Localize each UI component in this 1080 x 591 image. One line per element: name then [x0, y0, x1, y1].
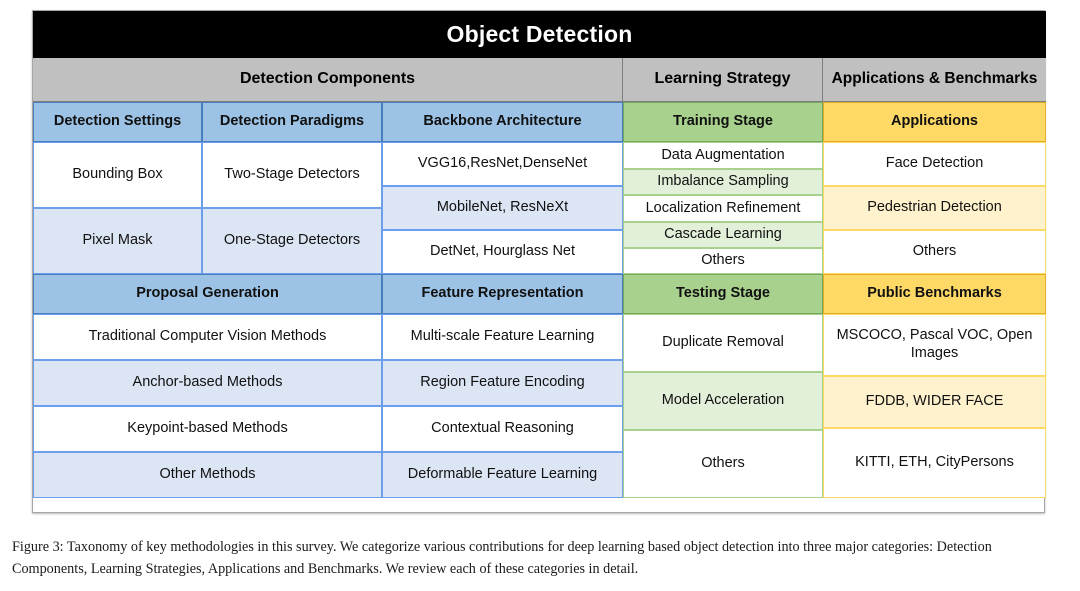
header-proposal-generation: Proposal Generation [33, 274, 382, 314]
cell-training-stage-4: Others [623, 248, 823, 274]
band-learning-strategy: Learning Strategy [623, 58, 823, 102]
cell-backbone-architecture-1: MobileNet, ResNeXt [382, 186, 623, 230]
cell-applications-1: Pedestrian Detection [823, 186, 1046, 230]
cell-backbone-architecture-0: VGG16,ResNet,DenseNet [382, 142, 623, 186]
band-detection-components: Detection Components [33, 58, 623, 102]
header-applications: Applications [823, 102, 1046, 142]
cell-proposal-generation-3: Other Methods [33, 452, 382, 498]
cell-proposal-generation-2: Keypoint-based Methods [33, 406, 382, 452]
cell-training-stage-1: Imbalance Sampling [623, 169, 823, 195]
header-detection-paradigms: Detection Paradigms [202, 102, 382, 142]
header-testing-stage: Testing Stage [623, 274, 823, 314]
cell-training-stage-0: Data Augmentation [623, 142, 823, 169]
header-feature-representation: Feature Representation [382, 274, 623, 314]
cell-testing-stage-1: Model Acceleration [623, 372, 823, 430]
cell-proposal-generation-0: Traditional Computer Vision Methods [33, 314, 382, 360]
cell-detection-settings-0: Bounding Box [33, 142, 202, 208]
header-backbone-architecture: Backbone Architecture [382, 102, 623, 142]
header-training-stage: Training Stage [623, 102, 823, 142]
cell-public-benchmarks-0: MSCOCO, Pascal VOC, Open Images [823, 314, 1046, 376]
figure-caption: Figure 3: Taxonomy of key methodologies … [12, 539, 992, 577]
band-applications-benchmarks: Applications & Benchmarks [823, 58, 1046, 102]
cell-proposal-generation-1: Anchor-based Methods [33, 360, 382, 406]
cell-training-stage-2: Localization Refinement [623, 195, 823, 222]
cell-training-stage-3: Cascade Learning [623, 222, 823, 248]
cell-detection-settings-1: Pixel Mask [33, 208, 202, 274]
cell-testing-stage-0: Duplicate Removal [623, 314, 823, 372]
taxonomy-table: Object Detection Detection Components Le… [32, 10, 1046, 513]
cell-testing-stage-2: Others [623, 430, 823, 498]
header-detection-settings: Detection Settings [33, 102, 202, 142]
cell-feature-representation-2: Contextual Reasoning [382, 406, 623, 452]
cell-applications-0: Face Detection [823, 142, 1046, 186]
cell-detection-paradigms-1: One-Stage Detectors [202, 208, 382, 274]
cell-applications-2: Others [823, 230, 1046, 274]
cell-backbone-architecture-2: DetNet, Hourglass Net [382, 230, 623, 274]
cell-feature-representation-3: Deformable Feature Learning [382, 452, 623, 498]
cell-detection-paradigms-0: Two-Stage Detectors [202, 142, 382, 208]
figure-title: Object Detection [33, 11, 1046, 58]
cell-public-benchmarks-1: FDDB, WIDER FACE [823, 376, 1046, 428]
cell-feature-representation-1: Region Feature Encoding [382, 360, 623, 406]
cell-public-benchmarks-2: KITTI, ETH, CityPersons [823, 428, 1046, 498]
cell-feature-representation-0: Multi-scale Feature Learning [382, 314, 623, 360]
header-public-benchmarks: Public Benchmarks [823, 274, 1046, 314]
